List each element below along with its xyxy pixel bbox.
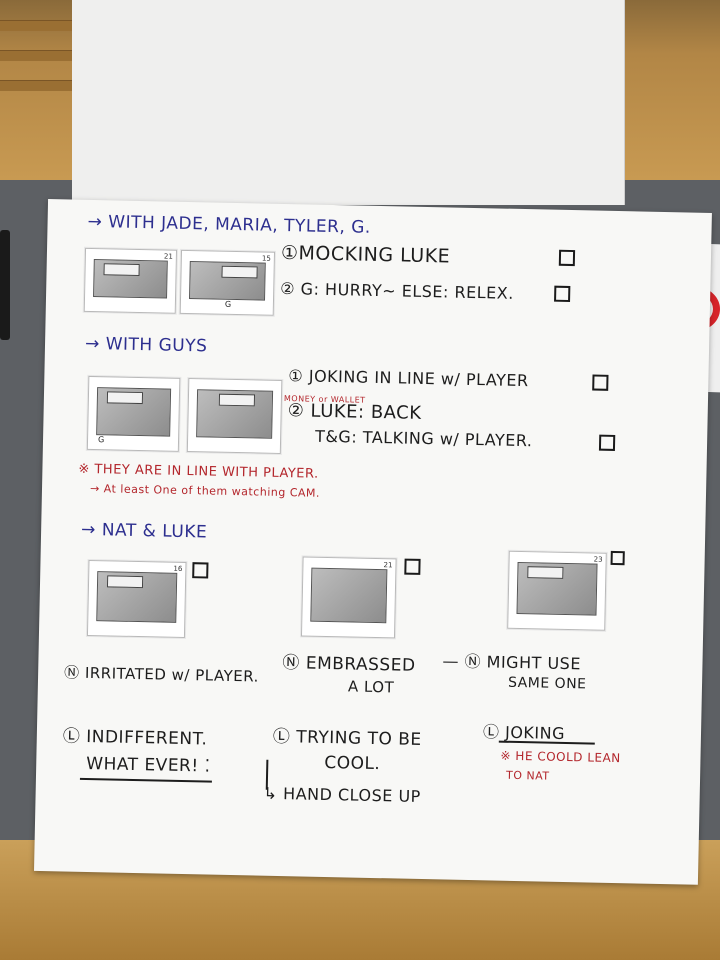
chair-slat <box>0 20 80 31</box>
note-to-nat: TO NAT <box>505 768 550 783</box>
item-same-one: SAME ONE <box>507 674 587 693</box>
chair-slat <box>0 80 80 91</box>
marker-pen <box>0 230 10 340</box>
item-g-hurry: ② G: HURRY~ ELSE: RELEX. <box>280 278 514 303</box>
item-n-irritated: Ⓝ IRRITATED w/ PLAYER. <box>63 663 260 686</box>
item-a-lot: A LOT <box>347 677 395 697</box>
storyboard-thumbnail: G <box>86 375 181 452</box>
storyboard-thumbnail: 21 <box>300 556 397 639</box>
heading-with-jade: → WITH JADE, MARIA, TYLER, G. <box>87 211 372 238</box>
heading-nat-luke: → NAT & LUKE <box>80 519 208 543</box>
checkbox[interactable] <box>192 562 209 579</box>
checkbox[interactable] <box>610 550 625 566</box>
item-tg-talking: T&G: TALKING w/ PLAYER. <box>314 426 533 451</box>
item-n-might-use: — Ⓝ MIGHT USE <box>442 651 582 674</box>
underline-stroke <box>498 740 595 745</box>
storyboard-sheet: → WITH JADE, MARIA, TYLER, G. 21 15 G ①M… <box>33 199 712 885</box>
storyboard-thumbnail: 15 G <box>179 249 276 316</box>
storyboard-thumbnail: 23 <box>507 550 607 631</box>
item-whatever: WHAT EVER! ⁚ <box>86 753 211 777</box>
note-lean-to-nat: ※ HE COOLD LEAN <box>500 748 621 766</box>
checkbox[interactable] <box>598 434 616 451</box>
item-l-indifferent: Ⓛ INDIFFERENT. <box>62 726 208 750</box>
storyboard-thumbnail: 21 <box>83 247 178 314</box>
storyboard-thumbnail <box>186 378 283 454</box>
item-luke-back: ② LUKE: BACK <box>287 400 422 424</box>
checkbox[interactable] <box>558 249 576 267</box>
item-mocking-luke: ①MOCKING LUKE <box>280 241 451 268</box>
storyboard-thumbnail: 16 <box>86 559 187 639</box>
item-hand-close-up: ↳ HAND CLOSE UP <box>263 783 422 806</box>
item-n-embrassed: Ⓝ EMBRASSED <box>282 653 416 676</box>
note-watching-cam: → At least One of them watching CAM. <box>89 481 321 500</box>
item-joking-in-line: ① JOKING IN LINE w/ PLAYER <box>288 366 529 391</box>
underline-stroke <box>79 777 212 783</box>
checkbox[interactable] <box>592 374 609 391</box>
item-l-trying: Ⓛ TRYING TO BE <box>272 726 422 750</box>
checkbox[interactable] <box>554 285 571 303</box>
checkbox[interactable] <box>404 558 421 575</box>
item-cool: COOL. <box>324 752 381 775</box>
heading-with-guys: → WITH GUYS <box>84 333 208 357</box>
item-l-joking: Ⓛ JOKING <box>482 722 566 743</box>
note-in-line: ※ THEY ARE IN LINE WITH PLAYER. <box>78 461 319 482</box>
flipped-back-page <box>72 0 625 205</box>
chair-slat <box>0 50 80 61</box>
